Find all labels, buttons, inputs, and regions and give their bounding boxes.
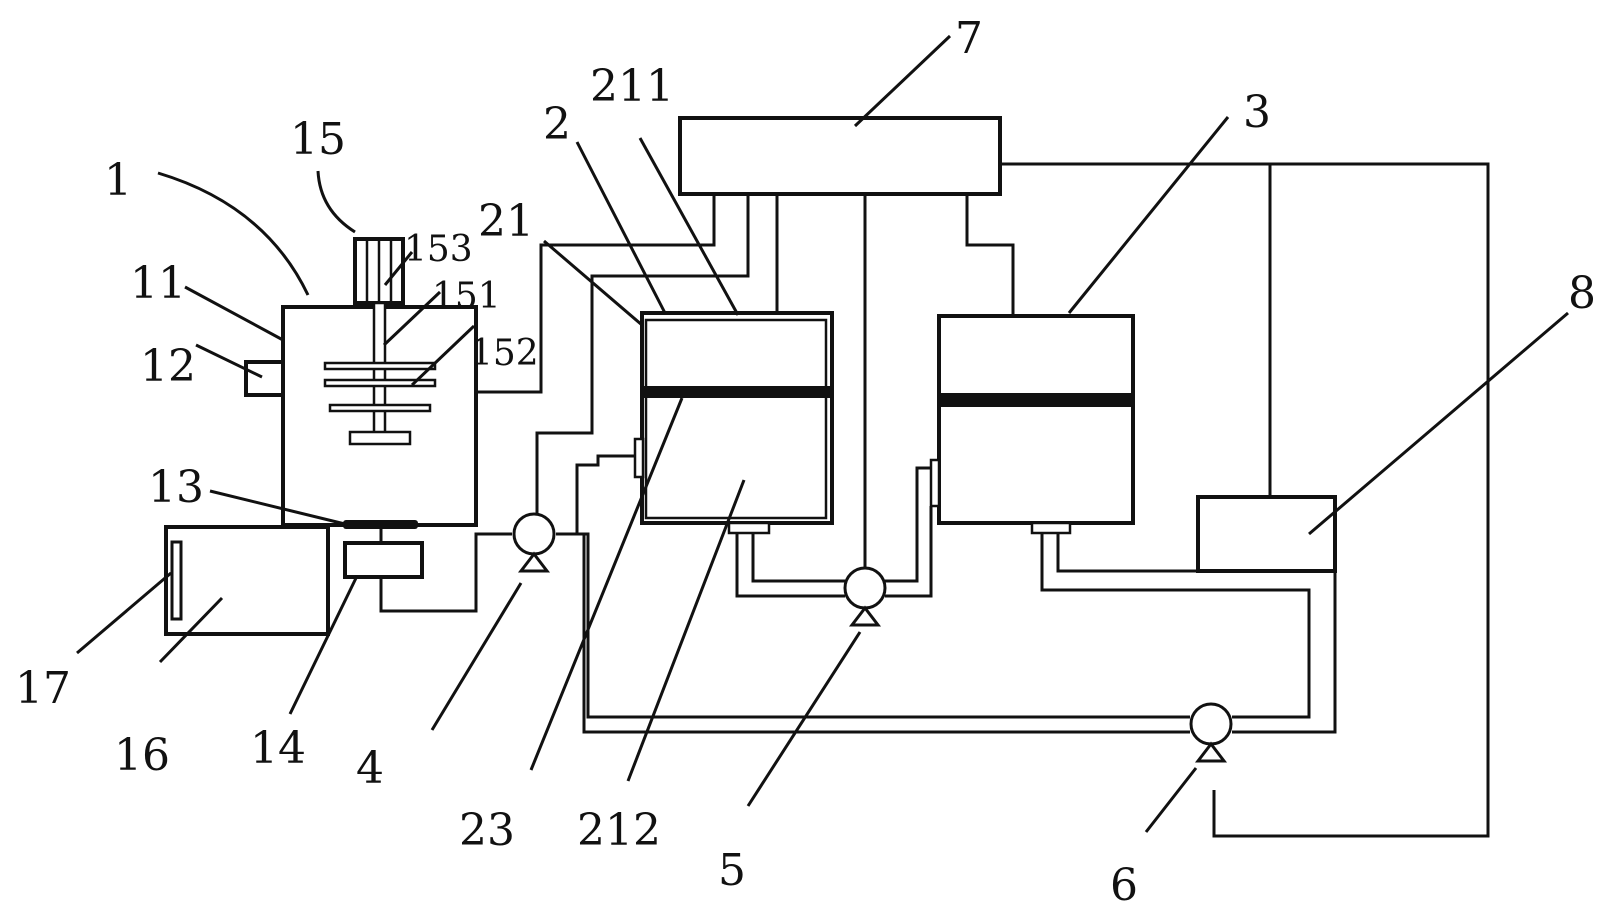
leader-2 xyxy=(575,141,667,314)
controller-box-7 xyxy=(678,116,1002,196)
tank-3-side-fitting xyxy=(929,458,941,508)
pipe-lower-loop xyxy=(577,532,1190,719)
label-7: 7 xyxy=(955,13,983,64)
leader-1 xyxy=(157,171,310,296)
leader-153 xyxy=(383,251,414,286)
leader-3 xyxy=(1067,116,1230,314)
filter-tank-2 xyxy=(640,311,834,525)
label-21: 21 xyxy=(478,196,534,247)
label-14: 14 xyxy=(250,723,306,774)
label-153: 153 xyxy=(404,229,473,270)
stirring-foot xyxy=(348,430,412,446)
leader-152 xyxy=(410,324,476,387)
pipe-pump4-to-2 xyxy=(556,454,635,536)
membrane-23 xyxy=(642,386,832,398)
label-1: 1 xyxy=(104,155,132,206)
tank-2-outlet xyxy=(727,521,771,535)
pipe-3-to-pump6 xyxy=(1040,533,1311,719)
pipe-pump5-to-3-b xyxy=(885,506,933,598)
label-15: 15 xyxy=(290,114,346,165)
tank-2-side-fitting xyxy=(633,437,645,479)
bottom-valve-13 xyxy=(343,520,418,529)
label-12: 12 xyxy=(140,341,196,392)
label-2: 2 xyxy=(543,99,571,150)
leader-12 xyxy=(195,343,263,379)
label-11: 11 xyxy=(130,258,186,309)
leader-21 xyxy=(543,239,643,327)
leader-23 xyxy=(529,397,684,771)
pipe-8-to-pump6 xyxy=(1232,571,1337,734)
leader-212 xyxy=(626,479,746,782)
box-14 xyxy=(343,541,424,579)
leader-7 xyxy=(853,34,952,128)
leader-14 xyxy=(288,575,359,715)
leader-17 xyxy=(76,571,172,655)
pipe-7-to-pump4 xyxy=(535,194,750,515)
stirring-blade-top xyxy=(323,361,437,371)
tank-3-outlet xyxy=(1030,521,1072,535)
pipe-7-to-3 xyxy=(965,194,1015,316)
leader-6 xyxy=(1144,767,1198,833)
pump-4 xyxy=(512,512,556,573)
pipe-14-to-pump4 xyxy=(379,532,512,613)
pipe-2-to-pump5-b xyxy=(751,533,845,583)
pipe-pump5-to-3 xyxy=(885,466,931,583)
pump-5 xyxy=(843,566,887,627)
label-152: 152 xyxy=(470,333,539,374)
label-23: 23 xyxy=(459,805,515,856)
label-151: 151 xyxy=(432,276,501,317)
box-8 xyxy=(1196,495,1337,573)
label-3: 3 xyxy=(1243,87,1271,138)
label-17: 17 xyxy=(15,663,71,714)
tank-2-inner xyxy=(644,318,828,520)
label-6: 6 xyxy=(1110,860,1138,910)
label-212: 212 xyxy=(577,805,661,856)
label-8: 8 xyxy=(1568,268,1596,319)
leader-15 xyxy=(316,170,356,234)
label-5: 5 xyxy=(718,845,746,896)
label-13: 13 xyxy=(148,462,204,513)
leader-151 xyxy=(382,290,442,347)
leader-13 xyxy=(209,489,346,526)
stirring-blade-mid xyxy=(323,378,437,388)
leader-11 xyxy=(184,285,284,342)
label-4: 4 xyxy=(356,743,384,794)
tank-16 xyxy=(164,525,330,636)
pipe-7-right xyxy=(1000,162,1490,838)
leader-4 xyxy=(430,582,523,731)
pipe-2-to-pump5 xyxy=(735,533,845,598)
label-16: 16 xyxy=(114,730,170,781)
leader-8 xyxy=(1308,311,1569,536)
leader-211 xyxy=(638,137,740,316)
label-211: 211 xyxy=(590,61,674,112)
side-port-12 xyxy=(244,360,285,397)
pipe-3-to-8 xyxy=(1056,533,1198,573)
membrane-tank-3 xyxy=(939,393,1133,407)
stirring-blade-low xyxy=(328,403,432,413)
pipe-7-to-1 xyxy=(476,194,716,394)
pipe-lower-loop-outer xyxy=(582,534,1190,734)
leader-16 xyxy=(158,596,224,664)
window-17 xyxy=(170,540,183,621)
tank-3 xyxy=(937,314,1135,525)
pump-6 xyxy=(1189,702,1233,763)
leader-5 xyxy=(746,631,862,807)
